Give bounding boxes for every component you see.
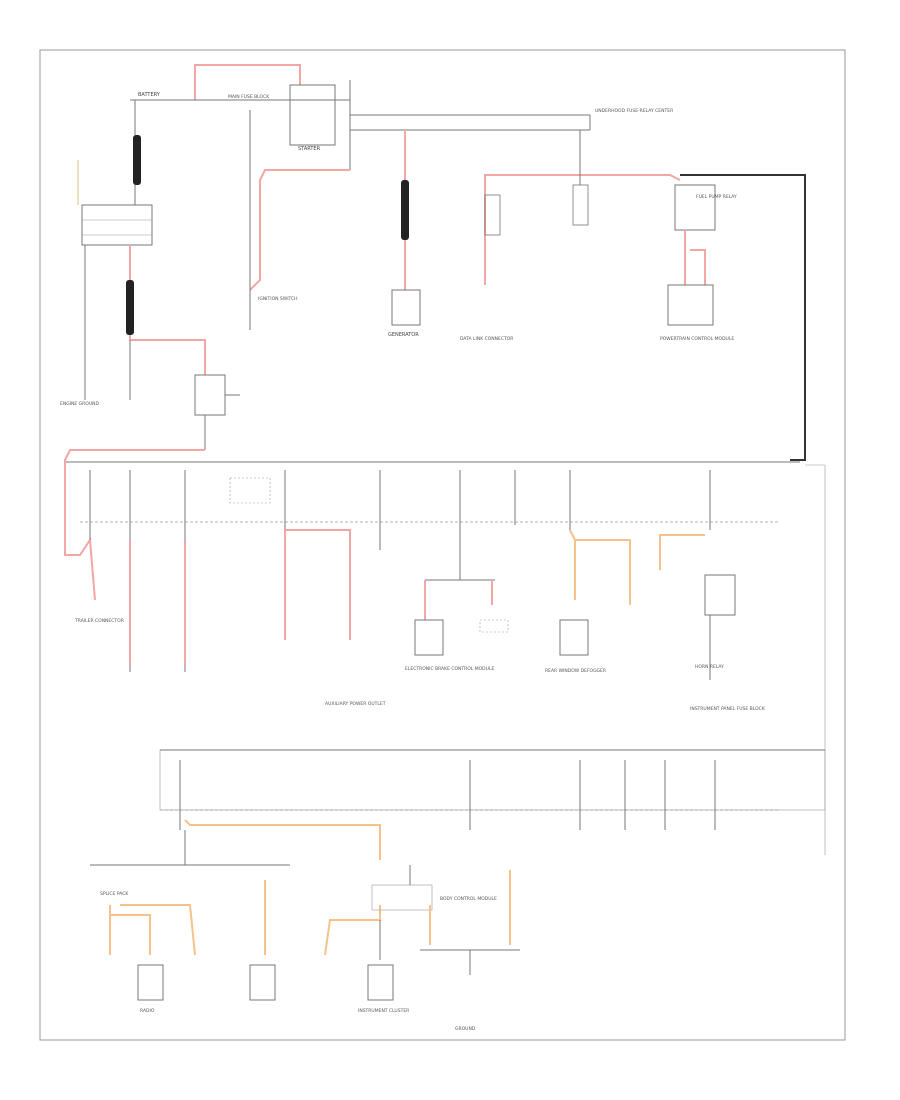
label-ground: GROUND xyxy=(455,1026,476,1032)
generator-fusible-link xyxy=(401,180,409,240)
orange-wire-defogger xyxy=(569,529,576,600)
pcm-box xyxy=(667,284,714,326)
black-feed-right xyxy=(680,174,806,461)
generator-box xyxy=(391,289,421,326)
fusible-link-1 xyxy=(133,135,141,185)
red-wire-ignition xyxy=(249,169,350,291)
label-main-fuse-block: MAIN FUSE BLOCK xyxy=(228,94,270,100)
label-electronic-brake-module: ELECTRONIC BRAKE CONTROL MODULE xyxy=(405,666,494,672)
diagram-frame xyxy=(39,49,846,1041)
label-horn-relay: HORN RELAY xyxy=(695,664,724,670)
label-engine-ground: ENGINE GROUND xyxy=(60,401,99,407)
bottom-section xyxy=(90,749,826,1001)
label-trailer-connector: TRAILER CONNECTOR xyxy=(74,618,124,624)
label-body-control-module: BODY CONTROL MODULE xyxy=(440,896,497,902)
orange-wire-horn xyxy=(659,534,705,570)
orange-splice-left xyxy=(109,905,151,955)
label-splice-pack: SPLICE PACK xyxy=(100,891,129,897)
cluster-box xyxy=(367,964,394,1001)
label-generator: GENERATOR xyxy=(388,332,419,338)
radio-box-1 xyxy=(137,964,164,1001)
labels: BATTERY STARTER GENERATOR UNDERHOOD FUSE… xyxy=(60,92,766,1032)
relay-box-right xyxy=(674,184,716,231)
orange-bcm-feed xyxy=(324,905,381,956)
label-rear-window-defogger: REAR WINDOW DEFOGGER xyxy=(545,668,606,674)
splice-box-left xyxy=(81,204,153,246)
orange-bus-bcm xyxy=(184,819,381,860)
battery-cable-red xyxy=(194,64,301,100)
fuse-chain-red xyxy=(129,335,206,375)
bcm-box xyxy=(371,884,433,911)
red-wire-trailer xyxy=(284,529,351,640)
defogger-box xyxy=(559,619,589,656)
label-fuel-pump-relay: FUEL PUMP RELAY xyxy=(696,194,737,200)
ip-fuse-block xyxy=(159,749,826,811)
label-battery: BATTERY xyxy=(138,92,161,98)
horn-relay-box xyxy=(704,574,736,616)
middle-section xyxy=(64,449,826,855)
radio-box-2 xyxy=(249,964,276,1001)
label-starter: STARTER xyxy=(298,146,321,152)
label-ignition-switch: IGNITION SWITCH xyxy=(258,296,298,302)
label-instrument-cluster: INSTRUMENT CLUSTER xyxy=(358,1008,409,1014)
relay-box-left xyxy=(194,374,226,416)
brake-module-box-2 xyxy=(479,619,509,633)
top-right-red-bus xyxy=(484,174,681,260)
label-ip-fuse-block: INSTRUMENT PANEL FUSE BLOCK xyxy=(690,706,766,712)
label-auxiliary-power-outlet: AUXILIARY POWER OUTLET xyxy=(325,701,386,707)
label-underhood-fuse-relay-center: UNDERHOOD FUSE-RELAY CENTER xyxy=(595,108,673,114)
fusible-link-2 xyxy=(126,280,134,335)
label-pcm: POWERTRAIN CONTROL MODULE xyxy=(660,336,734,342)
starter-box xyxy=(289,84,336,146)
brake-module-box-1 xyxy=(414,619,444,656)
label-data-link: DATA LINK CONNECTOR xyxy=(460,336,513,342)
label-radio: RADIO xyxy=(140,1008,155,1014)
top-section xyxy=(77,64,806,461)
